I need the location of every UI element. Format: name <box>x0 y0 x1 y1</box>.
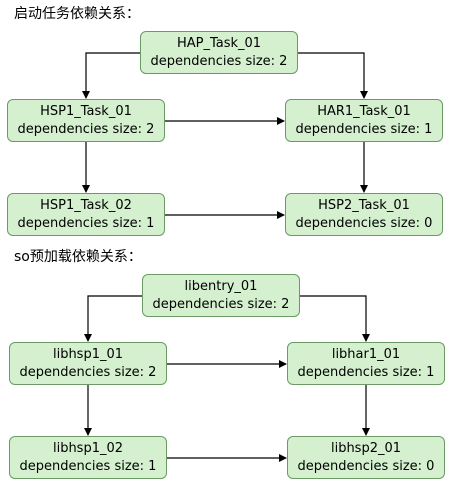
edge-hap-to-har1 <box>298 52 368 99</box>
node-libhsp1-01[interactable]: libhsp1_01 dependencies size: 2 <box>9 342 167 385</box>
node-label: libentry_01 <box>184 278 258 294</box>
node-deps: dependencies size: 2 <box>152 296 290 312</box>
node-deps: dependencies size: 2 <box>17 121 155 137</box>
section-title-so-preload: so预加载依赖关系： <box>14 249 142 265</box>
node-label: HAR1_Task_01 <box>317 103 411 119</box>
node-hsp1-task-02[interactable]: HSP1_Task_02 dependencies size: 1 <box>7 193 165 236</box>
node-label: libhsp2_01 <box>330 440 402 456</box>
node-deps: dependencies size: 2 <box>19 364 157 380</box>
node-deps: dependencies size: 2 <box>150 53 288 69</box>
edge-libentry-to-libhsp1 <box>84 295 142 342</box>
node-hap-task-01[interactable]: HAP_Task_01 dependencies size: 2 <box>140 31 298 74</box>
node-deps: dependencies size: 0 <box>295 215 433 231</box>
node-label: HSP1_Task_01 <box>40 103 132 119</box>
node-hsp2-task-01[interactable]: HSP2_Task_01 dependencies size: 0 <box>285 193 443 236</box>
node-label: HAP_Task_01 <box>176 35 262 51</box>
node-libentry-01[interactable]: libentry_01 dependencies size: 2 <box>142 274 300 317</box>
edge-hap-to-hsp1 <box>82 52 140 99</box>
node-deps: dependencies size: 0 <box>297 458 435 474</box>
node-libhsp2-01[interactable]: libhsp2_01 dependencies size: 0 <box>287 436 445 479</box>
edge-libentry-to-libhar1 <box>300 295 370 342</box>
node-deps: dependencies size: 1 <box>295 121 433 137</box>
node-deps: dependencies size: 1 <box>19 458 157 474</box>
node-label: libhsp1_02 <box>52 440 124 456</box>
node-libhsp1-02[interactable]: libhsp1_02 dependencies size: 1 <box>9 436 167 479</box>
node-libhar1-01[interactable]: libhar1_01 dependencies size: 1 <box>287 342 445 385</box>
node-label: libhar1_01 <box>331 346 401 362</box>
node-label: libhsp1_01 <box>52 346 124 362</box>
node-deps: dependencies size: 1 <box>297 364 435 380</box>
section-title-startup-tasks: 启动任务依赖关系： <box>14 6 140 22</box>
node-label: HSP2_Task_01 <box>318 197 410 213</box>
node-har1-task-01[interactable]: HAR1_Task_01 dependencies size: 1 <box>285 99 443 142</box>
node-hsp1-task-01[interactable]: HSP1_Task_01 dependencies size: 2 <box>7 99 165 142</box>
node-label: HSP1_Task_02 <box>40 197 132 213</box>
node-deps: dependencies size: 1 <box>17 215 155 231</box>
